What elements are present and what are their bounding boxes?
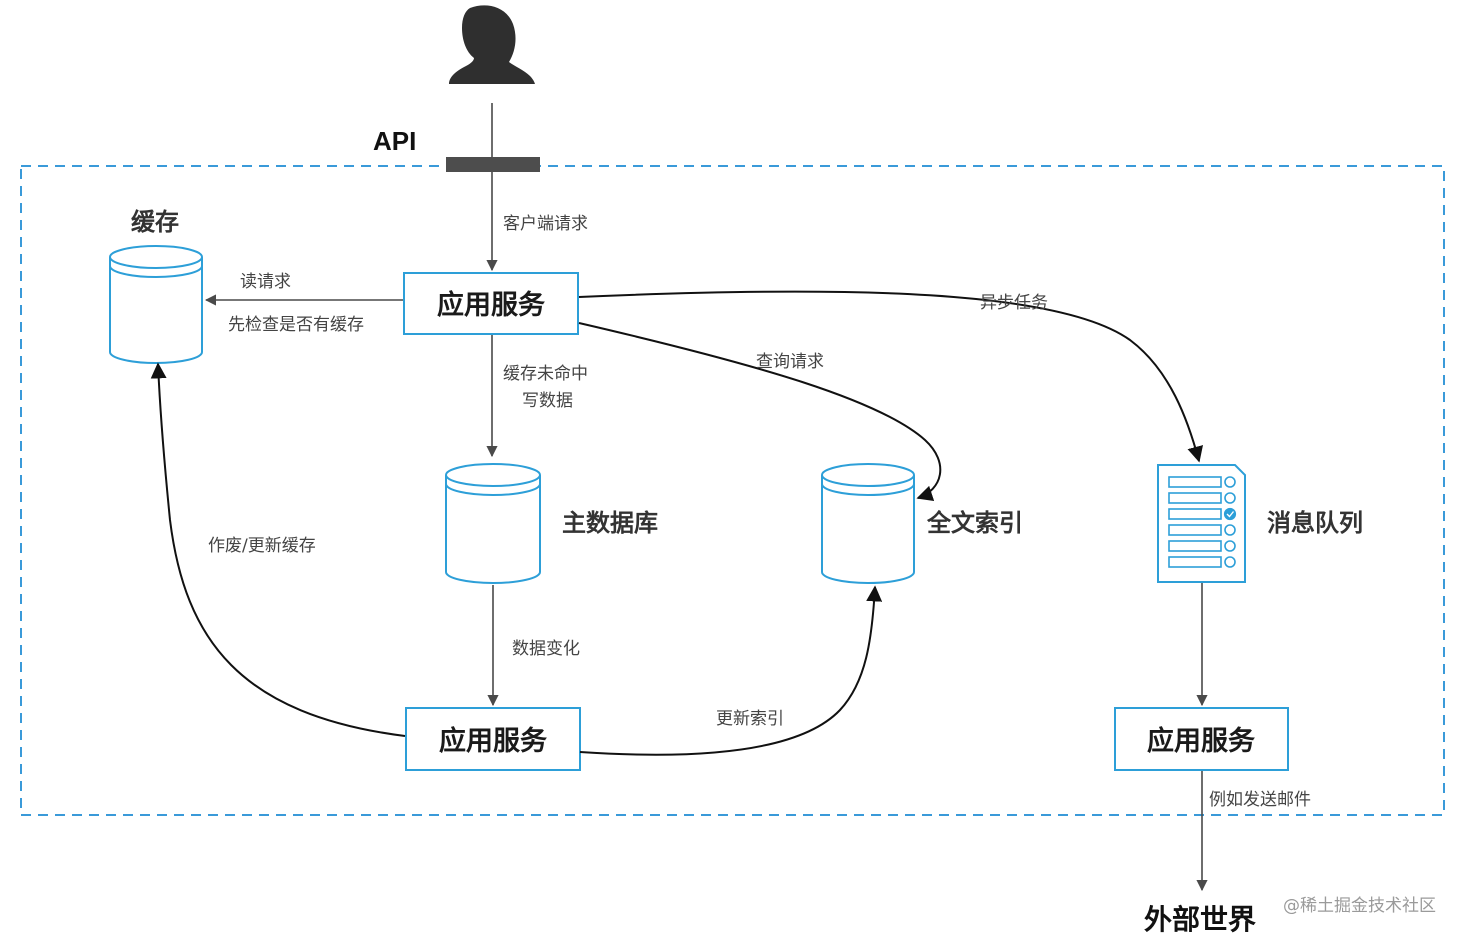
api-bar	[446, 157, 540, 172]
app-service-bottom-right: 应用服务	[1114, 707, 1289, 771]
message-queue-icon	[1157, 464, 1246, 583]
cache-label: 缓存	[131, 208, 179, 236]
query-request-label: 查询请求	[756, 352, 824, 372]
fulltext-index-label: 全文索引	[926, 509, 1023, 537]
update-index-label: 更新索引	[716, 709, 784, 729]
async-task-arrow	[578, 290, 1203, 463]
cache-cylinder	[109, 245, 203, 364]
app-service-bottom-left-label: 应用服务	[439, 725, 547, 757]
app-service-bottom-right-label: 应用服务	[1147, 725, 1255, 757]
update-index-arrow	[579, 585, 883, 756]
api-label: API	[373, 126, 416, 156]
send-email-label: 例如发送邮件	[1209, 790, 1311, 810]
read-request-label-2: 先检查是否有缓存	[228, 315, 364, 335]
invalidate-cache-arrow	[150, 362, 406, 737]
app-service-bottom-left: 应用服务	[405, 707, 581, 771]
read-request-label-1: 读请求	[240, 272, 291, 292]
cache-miss-label-1: 缓存未命中	[503, 364, 588, 384]
user-icon	[449, 5, 535, 84]
async-task-label: 异步任务	[980, 293, 1048, 313]
main-db-cylinder	[445, 463, 541, 584]
app-service-top-label: 应用服务	[437, 289, 545, 321]
watermark: @稀土掘金技术社区	[1283, 896, 1436, 916]
message-queue-label: 消息队列	[1267, 509, 1363, 537]
query-request-arrow	[578, 322, 942, 502]
external-world-label: 外部世界	[1144, 903, 1256, 936]
app-service-top: 应用服务	[403, 272, 579, 335]
invalidate-cache-label: 作废/更新缓存	[208, 536, 316, 556]
data-change-label: 数据变化	[512, 639, 580, 659]
main-db-label: 主数据库	[562, 509, 658, 537]
cache-miss-label-2: 写数据	[522, 391, 573, 411]
fulltext-index-cylinder	[821, 463, 915, 584]
client-request-label: 客户端请求	[503, 214, 588, 234]
